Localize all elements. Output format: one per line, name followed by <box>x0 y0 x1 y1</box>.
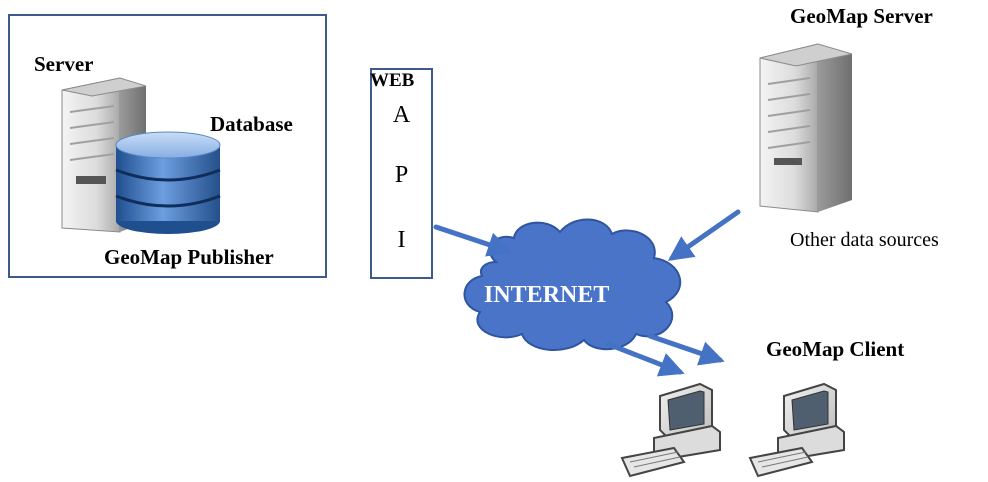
api-letter-p: P <box>394 162 409 188</box>
web-api-box <box>370 68 433 279</box>
web-label: WEB <box>370 70 415 91</box>
server-label: Server <box>34 52 94 76</box>
geomap-server-tower-icon <box>759 43 853 213</box>
publisher-label: GeoMap Publisher <box>104 245 274 269</box>
arrow-server-to-internet <box>667 209 741 261</box>
cloud-icon <box>463 218 682 351</box>
database-icon <box>115 131 221 234</box>
arrow-icon <box>433 209 741 377</box>
internet-label: INTERNET <box>484 282 610 308</box>
arrow-api-to-internet <box>433 224 513 257</box>
arrow-internet-to-client-1 <box>605 341 685 377</box>
geomap-client-title: GeoMap Client <box>766 337 905 361</box>
geomap-publisher-box <box>8 14 327 278</box>
desktop-computer-icon <box>620 382 721 478</box>
api-letter-i: I <box>397 227 406 253</box>
api-letter-a: A <box>392 102 411 128</box>
other-data-sources-caption: Other data sources <box>790 229 939 251</box>
geomap-server-title: GeoMap Server <box>790 4 933 28</box>
database-label: Database <box>210 112 293 136</box>
desktop-computer-icon <box>748 382 845 478</box>
arrow-internet-to-client-2 <box>647 333 725 366</box>
